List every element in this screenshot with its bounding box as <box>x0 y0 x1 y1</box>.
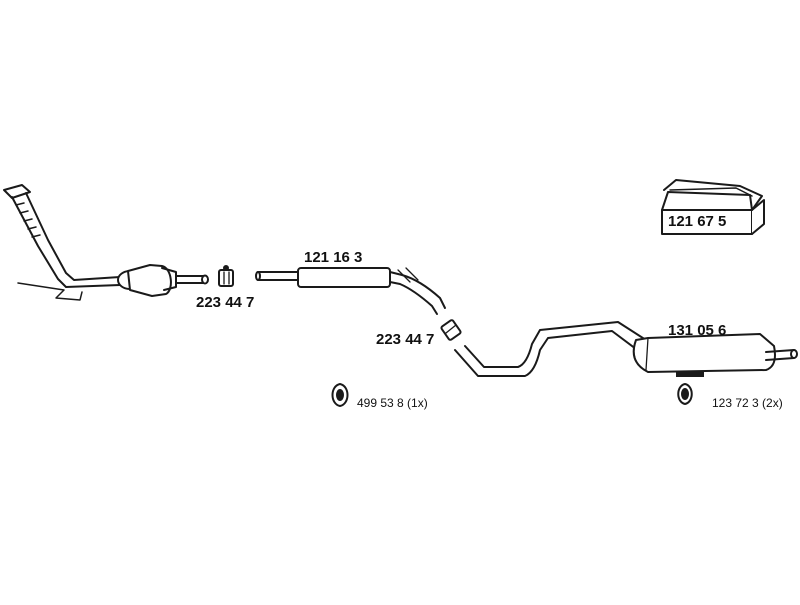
rubber-mount-single <box>331 383 349 407</box>
connector-rear-part-number: 223 44 7 <box>376 331 435 348</box>
clamp-connector-front <box>218 265 234 287</box>
kit-box <box>661 179 765 235</box>
connector-front-part-number: 223 44 7 <box>196 294 255 311</box>
rubber-mount-single-part-number: 499 53 8 (1x) <box>357 396 428 410</box>
clamp-connector-rear <box>440 319 462 341</box>
rubber-mount-double <box>677 383 693 405</box>
rubber-mount-double-part-number: 123 72 3 (2x) <box>712 396 783 410</box>
center-silencer <box>255 267 446 315</box>
center-silencer-part-number: 121 16 3 <box>304 249 363 266</box>
rear-silencer-part-number: 131 05 6 <box>668 322 727 339</box>
front-pipe-catalyst <box>3 184 209 301</box>
kit-box-part-number: 121 67 5 <box>668 213 727 230</box>
rear-pipe-silencer <box>454 321 798 377</box>
